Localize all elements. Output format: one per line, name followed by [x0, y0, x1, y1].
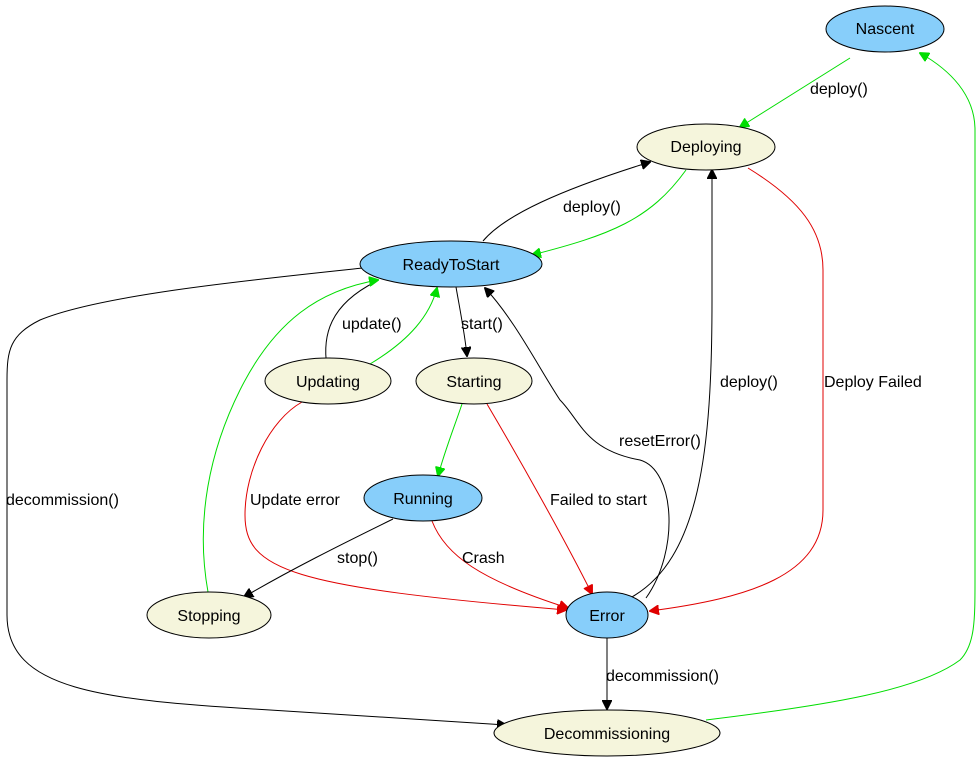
- edge-ready-deploying: deploy(): [482, 162, 650, 242]
- state-label: Stopping: [177, 608, 240, 625]
- edge-starting-error: Failed to start: [486, 403, 647, 594]
- edge-label-start: start(): [461, 316, 503, 333]
- state-node-starting: Starting: [415, 357, 533, 405]
- state-node-updating: Updating: [264, 357, 392, 405]
- edge-ready-starting: start(): [455, 286, 503, 356]
- state-label: ReadyToStart: [403, 257, 500, 274]
- edge-label-deploy: deploy(): [810, 81, 868, 98]
- state-label: Updating: [296, 374, 360, 391]
- state-label: Running: [393, 491, 453, 508]
- edge-label-decommission: decommission(): [6, 492, 119, 509]
- state-label: Nascent: [856, 21, 915, 38]
- edge-label-reset-error: resetError(): [619, 433, 701, 450]
- state-node-decommissioning: Decommissioning: [493, 709, 721, 757]
- state-node-stopping: Stopping: [146, 591, 272, 639]
- edge-ready-updating: update(): [326, 281, 402, 367]
- edge-label-update: update(): [342, 316, 402, 333]
- state-label: Deploying: [670, 139, 741, 156]
- edge-label-failed-to-start: Failed to start: [550, 492, 647, 509]
- state-node-ready-to-start: ReadyToStart: [359, 240, 543, 288]
- state-label: Starting: [446, 374, 501, 391]
- edge-running-error: Crash: [431, 520, 568, 608]
- state-node-deploying: Deploying: [636, 123, 776, 171]
- edge-label-update-error: Update error: [250, 492, 340, 509]
- edge-nascent-deploying: deploy(): [740, 57, 868, 127]
- edge-label-deploy: deploy(): [563, 199, 621, 216]
- edge-label-decommission: decommission(): [606, 668, 719, 685]
- state-label: Error: [589, 608, 625, 625]
- edge-updating-error: Update error: [244, 401, 566, 610]
- edge-updating-ready: [369, 288, 437, 365]
- edge-error-ready: resetError(): [485, 288, 701, 599]
- edge-stopping-ready: [202, 280, 378, 593]
- edge-label-deploy-failed: Deploy Failed: [824, 374, 922, 391]
- edge-running-stopping: stop(): [244, 518, 394, 597]
- state-node-running: Running: [363, 474, 483, 522]
- edge-deploying-ready: [532, 169, 687, 255]
- state-node-nascent: Nascent: [825, 5, 945, 53]
- edge-error-deploying: deploy(): [629, 170, 778, 599]
- edge-decommissioning-nascent: [705, 53, 976, 721]
- state-node-error: Error: [565, 591, 649, 639]
- edge-deploying-error: Deploy Failed: [650, 167, 922, 611]
- edge-starting-running: [438, 403, 463, 476]
- edge-label-stop: stop(): [337, 550, 378, 567]
- edge-label-crash: Crash: [462, 550, 505, 567]
- state-label: Decommissioning: [544, 726, 670, 743]
- edge-ready-decommissioning: decommission(): [6, 267, 506, 725]
- edge-error-decommissioning: decommission(): [606, 638, 719, 709]
- edge-label-deploy: deploy(): [720, 374, 778, 391]
